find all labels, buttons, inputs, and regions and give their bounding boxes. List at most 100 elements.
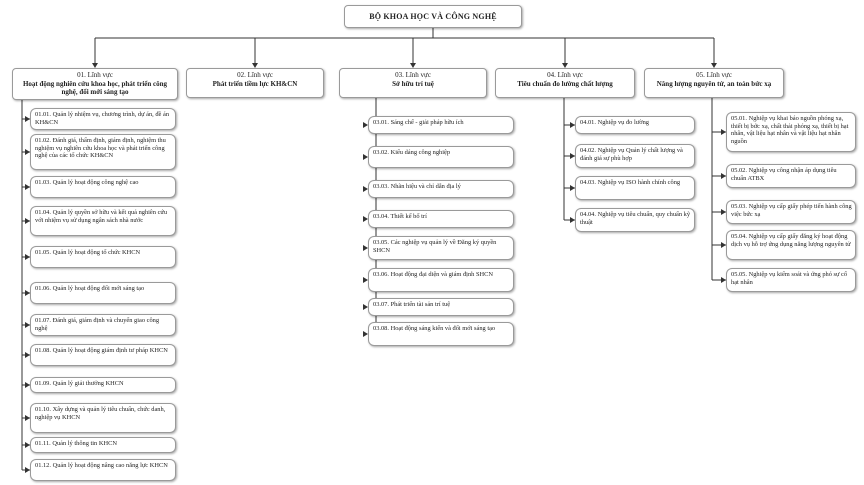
arrowhead-73 [721,277,726,283]
item-04-04: 04.04. Nghiệp vụ tiêu chuẩn, quy chuẩn k… [575,208,695,232]
item-03-03: 03.03. Nhãn hiệu và chỉ dẫn địa lý [368,180,514,198]
item-label: 01.11. Quản lý thông tin KHCN [35,440,117,447]
item-01-12: 01.12. Quản lý hoạt động nâng cao năng l… [30,459,176,481]
item-label: 03.03. Nhãn hiệu và chỉ dẫn địa lý [373,183,461,190]
item-01-10: 01.10. Xây dựng và quản lý tiêu chuẩn, c… [30,403,176,433]
arrowhead-53 [363,331,368,337]
arrowhead-26 [25,322,30,328]
item-01-06: 01.06. Quản lý hoạt động đổi mới sáng tạ… [30,282,176,304]
item-05-01: 05.01. Nghiệp vụ khai báo nguồn phóng xạ… [726,112,856,152]
arrowhead-34 [25,442,30,448]
item-label: 04.04. Nghiệp vụ tiêu chuẩn, quy chuẩn k… [580,211,691,226]
arrowhead-56 [570,122,575,128]
item-label: 03.07. Phát triển tài sản trí tuệ [373,301,451,308]
arrowhead-41 [363,154,368,160]
domain-03-header: 03. Lĩnh vực Sở hữu trí tuệ [339,68,487,98]
arrowhead-45 [363,216,368,222]
arrowhead-36 [25,467,30,473]
item-03-04: 03.04. Thiết kế bố trí [368,210,514,228]
item-04-02: 04.02. Nghiệp vụ Quản lý chất lượng và đ… [575,144,695,168]
arrowhead-49 [363,277,368,283]
item-label: 01.06. Quản lý hoạt động đổi mới sáng tạ… [35,285,145,292]
domain-code: 03. Lĩnh vực [395,71,431,79]
arrowhead-28 [25,352,30,358]
item-label: 04.03. Nghiệp vụ ISO hành chính công [580,179,681,186]
item-04-01: 04.01. Nghiệp vụ đo lường [575,116,695,134]
arrowhead-9 [562,63,568,68]
arrowhead-43 [363,186,368,192]
item-label: 03.04. Thiết kế bố trí [373,213,427,220]
item-label: 05.03. Nghiệp vụ cấp giấy phép tiến hành… [731,203,852,218]
arrowhead-5 [252,63,258,68]
arrowhead-22 [25,254,30,260]
item-05-03: 05.03. Nghiệp vụ cấp giấy phép tiến hành… [726,200,856,224]
item-label: 01.07. Đánh giá, giám định và chuyển gia… [35,317,160,332]
arrowhead-58 [570,153,575,159]
domain-title: Năng lượng nguyên tử, an toàn bức xạ [656,79,772,88]
item-label: 05.04. Nghiệp vụ cấp giấy đăng ký hoạt đ… [731,233,851,248]
item-01-04: 01.04. Quản lý quyền sở hữu và kết quả n… [30,206,176,236]
item-label: 01.01. Quản lý nhiệm vụ, chương trình, d… [35,111,170,126]
item-03-02: 03.02. Kiểu dáng công nghiệp [368,146,514,168]
domain-code: 01. Lĩnh vực [77,71,113,79]
item-label: 01.03. Quản lý hoạt động công nghệ cao [35,179,139,186]
arrowhead-60 [570,185,575,191]
item-label: 04.02. Nghiệp vụ Quản lý chất lượng và đ… [580,147,683,162]
item-05-05: 05.05. Nghiệp vụ kiểm soát và ứng phó sự… [726,268,856,292]
item-label: 01.02. Đánh giá, thẩm định, giám định, n… [35,137,166,160]
domain-title: Sở hữu trí tuệ [392,79,434,88]
item-04-03: 04.03. Nghiệp vụ ISO hành chính công [575,176,695,200]
domain-title: Tiêu chuẩn đo lường chất lượng [517,79,613,88]
arrowhead-71 [721,242,726,248]
item-label: 01.05. Quản lý hoạt động tổ chức KHCN [35,249,141,256]
item-01-09: 01.09. Quản lý giải thưởng KHCN [30,377,176,393]
domain-02-header: 02. Lĩnh vực Phát triển tiềm lực KH&CN [186,68,324,98]
item-01-02: 01.02. Đánh giá, thẩm định, giám định, n… [30,134,176,170]
arrowhead-7 [410,63,416,68]
item-label: 01.09. Quản lý giải thưởng KHCN [35,380,124,387]
item-01-03: 01.03. Quản lý hoạt động công nghệ cao [30,176,176,198]
arrowhead-67 [721,173,726,179]
item-label: 05.05. Nghiệp vụ kiểm soát và ứng phó sự… [731,271,848,286]
item-01-01: 01.01. Quản lý nhiệm vụ, chương trình, d… [30,108,176,130]
item-05-02: 05.02. Nghiệp vụ công nhận áp dụng tiêu … [726,164,856,188]
item-01-07: 01.07. Đánh giá, giám định và chuyển gia… [30,314,176,336]
domain-title: Phát triển tiềm lực KH&CN [212,79,298,88]
item-01-08: 01.08. Quản lý hoạt động giám định tư ph… [30,344,176,366]
arrowhead-69 [721,209,726,215]
item-label: 01.04. Quản lý quyền sở hữu và kết quả n… [35,209,168,224]
item-label: 03.01. Sáng chế - giải pháp hữu ích [373,119,464,126]
domain-01-header: 01. Lĩnh vực Hoạt động nghiên cứu khoa h… [12,68,178,100]
arrowhead-65 [721,129,726,135]
item-03-01: 03.01. Sáng chế - giải pháp hữu ích [368,116,514,134]
item-label: 01.12. Quản lý hoạt động nâng cao năng l… [35,462,168,469]
arrowhead-51 [363,304,368,310]
item-05-04: 05.04. Nghiệp vụ cấp giấy đăng ký hoạt đ… [726,230,856,260]
domain-04-header: 04. Lĩnh vực Tiêu chuẩn đo lường chất lư… [495,68,635,98]
domain-code: 04. Lĩnh vực [547,71,583,79]
item-01-11: 01.11. Quản lý thông tin KHCN [30,437,176,453]
arrowhead-24 [25,290,30,296]
arrowhead-47 [363,245,368,251]
item-label: 05.01. Nghiệp vụ khai báo nguồn phóng xạ… [731,115,849,145]
arrowhead-20 [25,218,30,224]
item-label: 03.05. Các nghiệp vụ quản lý về Đăng ký … [373,239,497,254]
item-03-05: 03.05. Các nghiệp vụ quản lý về Đăng ký … [368,236,514,260]
item-label: 03.08. Hoạt động sáng kiến và đổi mới sá… [373,325,496,332]
item-label: 05.02. Nghiệp vụ công nhận áp dụng tiêu … [731,167,837,182]
item-01-05: 01.05. Quản lý hoạt động tổ chức KHCN [30,246,176,268]
item-03-06: 03.06. Hoạt động đại diện và giám định S… [368,268,514,292]
item-03-08: 03.08. Hoạt động sáng kiến và đổi mới sá… [368,322,514,346]
domain-code: 05. Lĩnh vực [696,71,732,79]
item-label: 01.08. Quản lý hoạt động giám định tư ph… [35,347,168,354]
item-label: 01.10. Xây dựng và quản lý tiêu chuẩn, c… [35,406,166,421]
arrowhead-14 [25,116,30,122]
item-label: 03.06. Hoạt động đại diện và giám định S… [373,271,493,278]
arrowhead-3 [92,63,98,68]
arrowhead-32 [25,415,30,421]
arrowhead-30 [25,382,30,388]
item-03-07: 03.07. Phát triển tài sản trí tuệ [368,298,514,316]
arrowhead-39 [363,122,368,128]
arrowhead-16 [25,149,30,155]
domain-title: Hoạt động nghiên cứu khoa học, phát triể… [22,79,168,97]
